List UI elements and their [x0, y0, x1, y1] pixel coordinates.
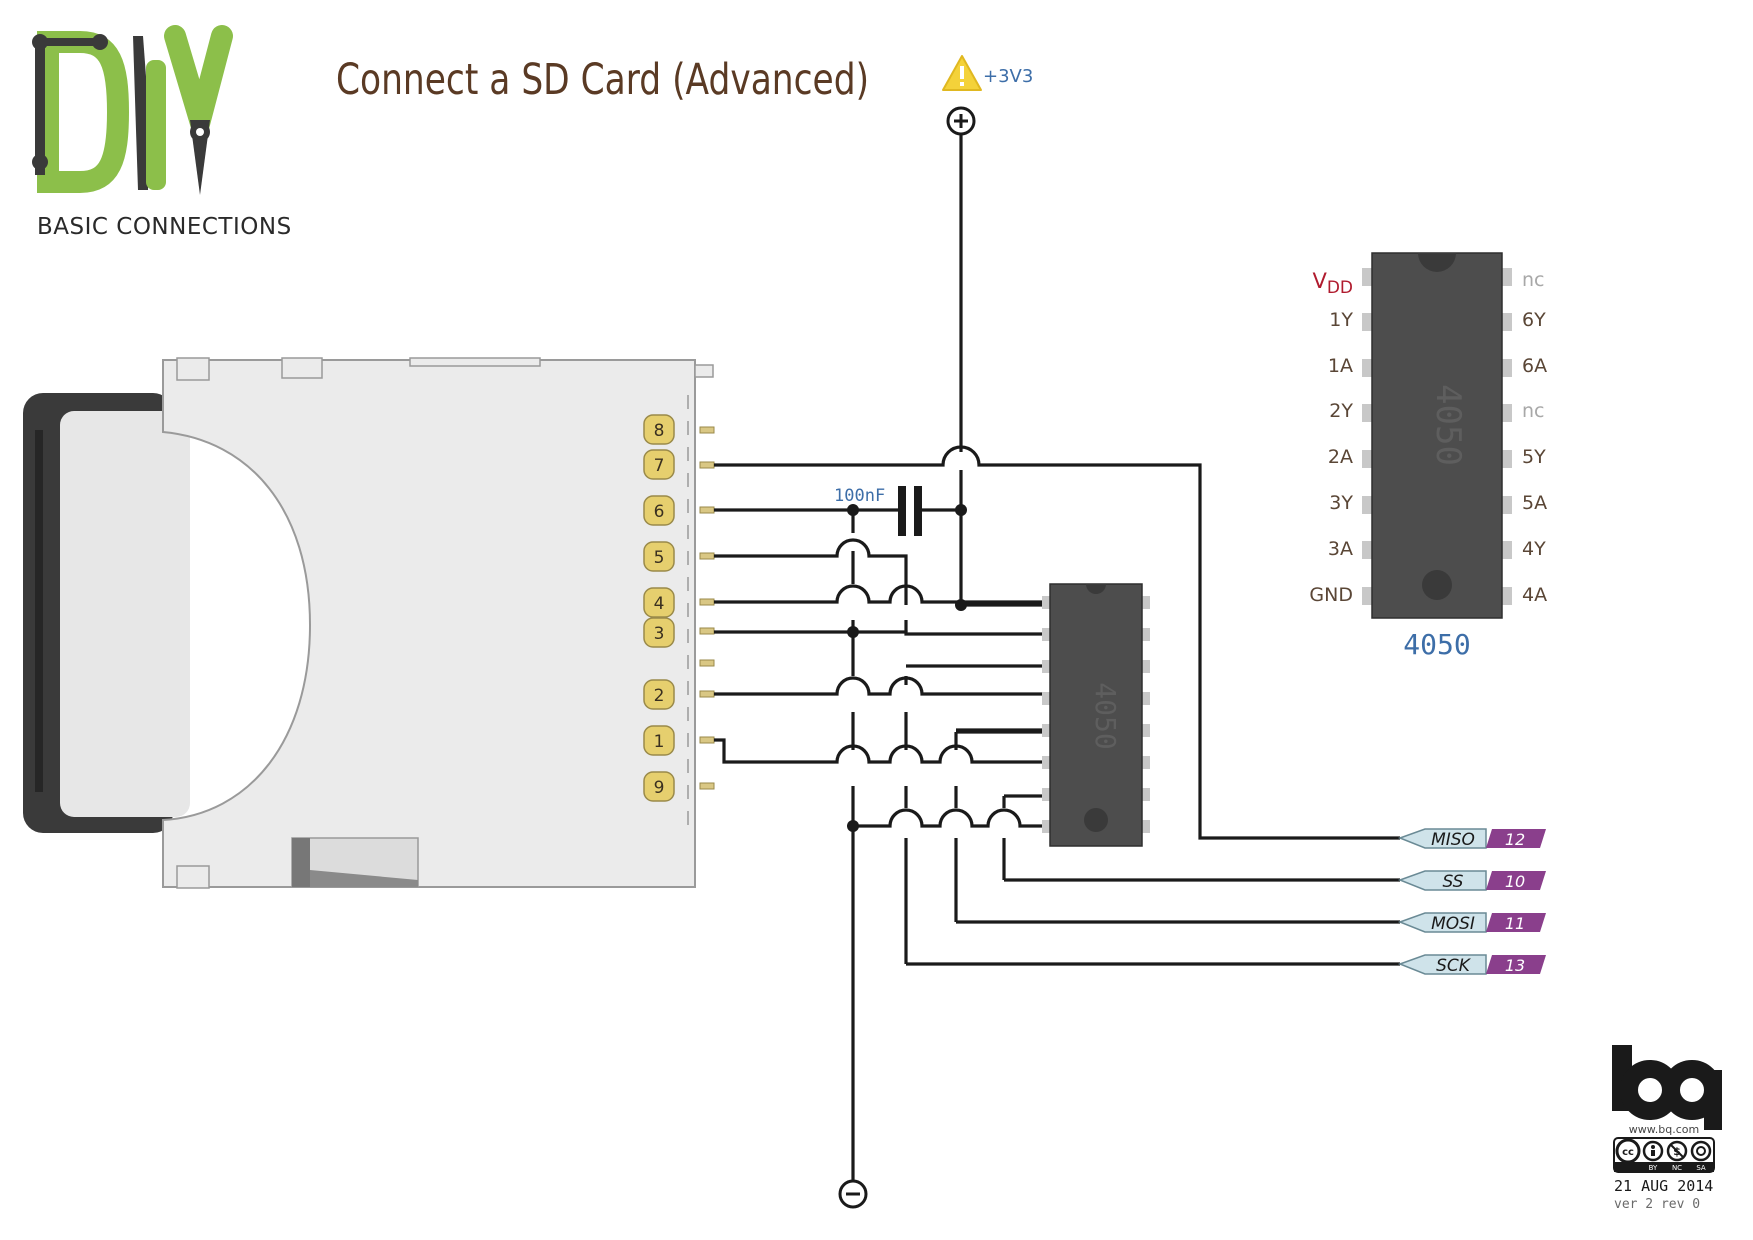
license-sa: SA — [1696, 1164, 1706, 1172]
svg-text:7: 7 — [654, 456, 665, 476]
pin-label-4a: 4A — [1522, 584, 1547, 606]
svg-text:9: 9 — [654, 778, 665, 798]
diy-logo: BASIC CONNECTIONS — [32, 25, 292, 240]
svg-text:cc: cc — [1622, 1147, 1634, 1158]
svg-text:3: 3 — [654, 624, 665, 644]
wires — [714, 134, 1400, 1181]
logo-subtitle: BASIC CONNECTIONS — [37, 214, 292, 240]
diagram-version: ver 2 rev 0 — [1614, 1197, 1700, 1212]
sd-card — [23, 393, 190, 833]
junction-dots — [847, 504, 967, 832]
pin-label-5y: 5Y — [1522, 446, 1546, 468]
pin-label-3y: 3Y — [1329, 492, 1353, 514]
sd-pin-7: 7 — [643, 449, 675, 480]
svg-text:12: 12 — [1505, 830, 1525, 849]
sd-pin-3: 3 — [643, 617, 675, 648]
bq-url: www.bq.com — [1629, 1123, 1699, 1136]
license-by: BY — [1649, 1164, 1658, 1172]
pin-label-6y: 6Y — [1522, 309, 1546, 331]
arduino-pin-ss: SS 10 — [1397, 870, 1546, 892]
svg-text:2: 2 — [654, 686, 665, 706]
svg-text:1: 1 — [654, 732, 665, 752]
arduino-pin-mosi: MOSI 11 — [1397, 912, 1546, 934]
sd-pin-5: 5 — [643, 541, 675, 572]
chip-ref-label: 4050 — [1428, 384, 1468, 466]
arduino-pin-miso: MISO 12 — [1397, 828, 1546, 850]
svg-text:MISO: MISO — [1431, 830, 1475, 850]
socket-contacts — [699, 426, 715, 790]
pin-label-4y: 4Y — [1522, 538, 1546, 560]
chip-pinout-reference: 4050 VDD 1Y 1A 2Y 2A 3Y 3A GND nc 6Y 6A … — [1309, 252, 1547, 661]
pin-label-3a: 3A — [1328, 538, 1353, 560]
by-icon — [1642, 1140, 1664, 1162]
capacitor — [898, 486, 922, 536]
svg-text:11: 11 — [1505, 914, 1525, 933]
pin-label-vdd: VDD — [1312, 269, 1353, 298]
svg-text:5: 5 — [654, 548, 665, 568]
arduino-pin-sck: SCK 13 — [1397, 954, 1546, 976]
warning-icon — [942, 55, 982, 91]
sd-pin-8: 8 — [643, 414, 675, 445]
sd-pin-1: 1 — [643, 725, 675, 756]
diagram-date: 21 AUG 2014 — [1614, 1177, 1713, 1195]
svg-text:4: 4 — [654, 594, 665, 614]
pin-label-5a: 5A — [1522, 492, 1547, 514]
positive-terminal-icon — [946, 106, 976, 136]
pin-label-6a: 6A — [1522, 355, 1547, 377]
capacitor-label: 100nF — [834, 486, 885, 506]
svg-text:SS: SS — [1443, 872, 1464, 892]
pin-label-nc-2: nc — [1522, 400, 1545, 422]
level-shifter-chip: 4050 — [1042, 583, 1150, 847]
pin-label-nc-1: nc — [1522, 269, 1545, 291]
diagram-title: Connect a SD Card (Advanced) — [336, 55, 869, 105]
pin-label-1y: 1Y — [1329, 309, 1353, 331]
supply-label: +3V3 — [983, 66, 1033, 87]
svg-text:MOSI: MOSI — [1431, 914, 1475, 934]
svg-text:8: 8 — [654, 421, 665, 441]
sd-socket — [162, 357, 715, 889]
svg-text:10: 10 — [1505, 872, 1525, 891]
sd-pin-badges: 8 7 6 5 4 3 2 1 9 — [643, 414, 675, 802]
svg-text:13: 13 — [1505, 956, 1525, 975]
sd-pin-2: 2 — [643, 679, 675, 710]
pin-label-2y: 2Y — [1329, 400, 1353, 422]
svg-text:6: 6 — [654, 502, 665, 522]
license-nc: NC — [1672, 1164, 1682, 1172]
svg-text:SCK: SCK — [1436, 956, 1472, 976]
sd-pin-9: 9 — [643, 771, 675, 802]
pin-label-2a: 2A — [1328, 446, 1353, 468]
chip-small-label: 4050 — [1089, 682, 1122, 749]
pin-label-gnd: GND — [1309, 584, 1353, 606]
chip-ref-caption: 4050 — [1403, 628, 1470, 661]
arduino-pin-tags: MISO 12 SS 10 MOSI 11 SCK 13 — [1397, 828, 1546, 976]
negative-terminal-icon — [838, 1179, 868, 1209]
sd-pin-4: 4 — [643, 587, 675, 618]
nc-icon: $ — [1666, 1140, 1688, 1162]
bq-brand: www.bq.com cc $ BY NC SA 21 AUG 2014 ver… — [1612, 1045, 1722, 1212]
sa-icon — [1690, 1140, 1712, 1162]
pin-label-1a: 1A — [1328, 355, 1353, 377]
sd-pin-6: 6 — [643, 495, 675, 526]
cc-icon: cc — [1615, 1138, 1641, 1164]
